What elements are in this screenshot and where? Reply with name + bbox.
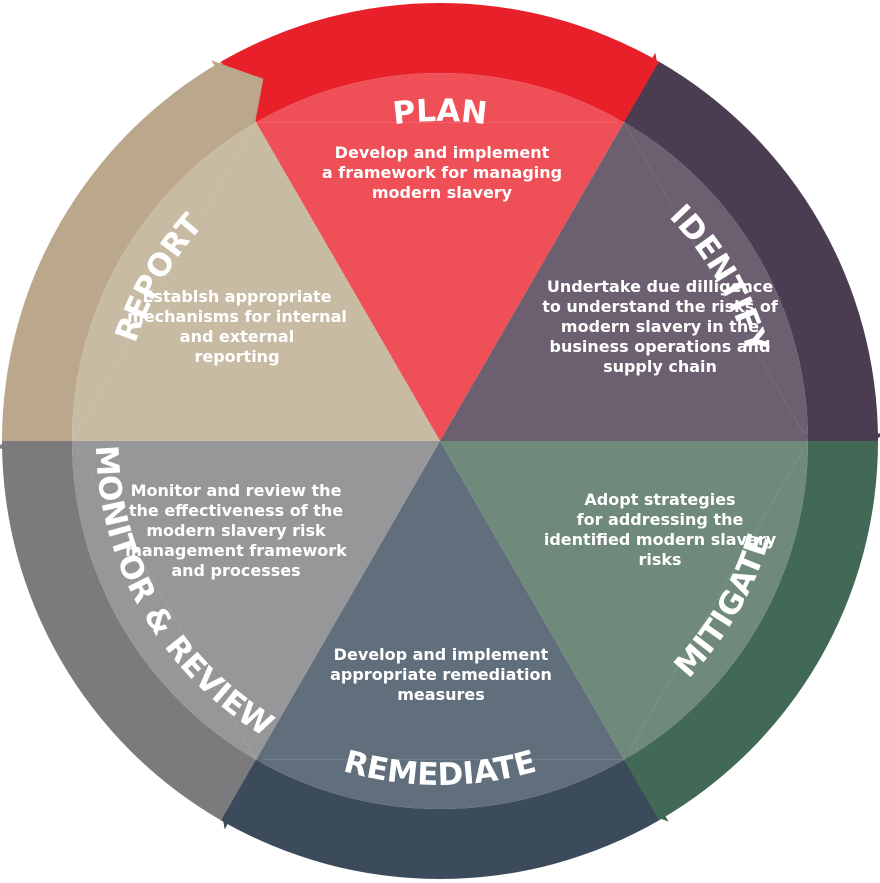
identify-ring-segment	[624, 61, 878, 441]
remediate-description: Develop and implement appropriate remedi…	[330, 645, 552, 704]
monitor-wedge	[72, 441, 440, 760]
plan-wedge-cap	[256, 72, 624, 123]
report-description: Establsh appropriate mechanisms for inte…	[127, 287, 347, 366]
plan-description: Develop and implement a framework for ma…	[321, 143, 563, 202]
mitigate-wedge	[440, 441, 808, 760]
remediate-wedge-cap	[256, 759, 624, 809]
report-wedge-cap	[72, 122, 256, 442]
report-wedge	[72, 122, 440, 442]
mitigate-wedge-cap	[624, 441, 808, 760]
monitor-review-description: Monitor and review the the effectiveness…	[125, 481, 347, 580]
monitor-wedge-cap	[72, 441, 256, 760]
identify-description: Undertake due dilligence to understand t…	[542, 277, 778, 376]
monitor-ring-segment	[2, 441, 256, 821]
mitigate-ring-segment	[624, 441, 878, 821]
report-ring-segment	[2, 61, 256, 441]
remediate-wedge	[256, 441, 624, 760]
inner-wedges	[72, 72, 808, 809]
identify-wedge-cap	[624, 122, 808, 442]
identify-wedge	[440, 122, 808, 442]
mitigate-description: Adopt strategies for addressing the iden…	[543, 490, 777, 569]
report-arrow-icon	[211, 60, 264, 131]
plan-wedge	[256, 122, 624, 442]
plan-ring-segment	[221, 2, 659, 123]
remediate-ring-segment	[221, 759, 659, 879]
plan-ring-label: PLAN	[391, 93, 489, 132]
